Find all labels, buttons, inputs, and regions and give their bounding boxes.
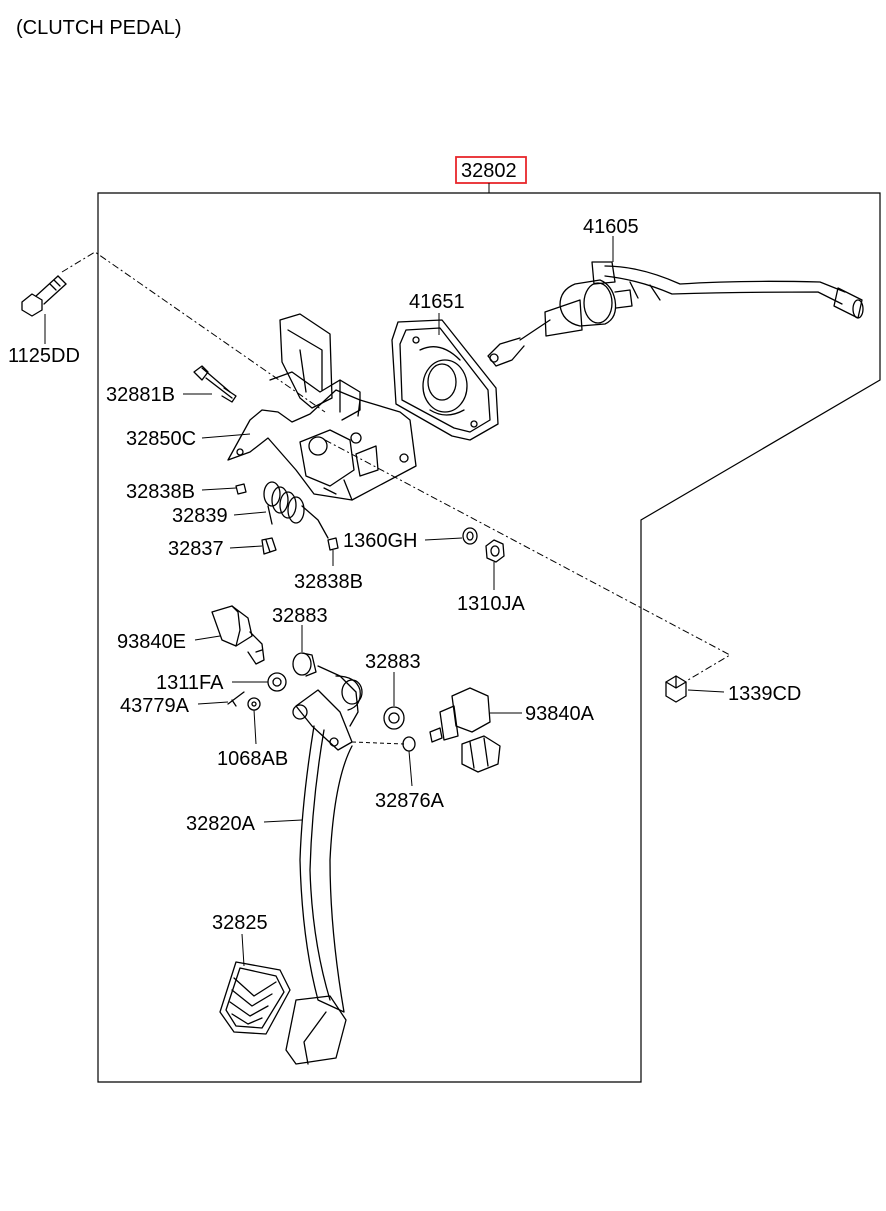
label-1311fa[interactable]: 1311FA <box>156 672 224 694</box>
label-32837[interactable]: 32837 <box>168 538 224 560</box>
label-41651[interactable]: 41651 <box>409 291 465 313</box>
washer-1311fa <box>267 672 287 692</box>
label-32876a[interactable]: 32876A <box>375 790 445 812</box>
leader-32876a <box>408 750 413 787</box>
label-32850c[interactable]: 32850C <box>126 428 196 450</box>
label-1339cd[interactable]: 1339CD <box>728 683 801 705</box>
bushing-32883-a <box>292 652 317 677</box>
label-32881b[interactable]: 32881B <box>106 384 175 406</box>
leader-93840e <box>194 635 221 641</box>
master-cylinder-hose <box>591 261 864 319</box>
washer-1068ab <box>247 697 261 711</box>
diagram-title: (CLUTCH PEDAL) <box>16 17 182 39</box>
label-32839[interactable]: 32839 <box>172 505 228 527</box>
leader-1339cd <box>687 689 725 693</box>
label-32820a[interactable]: 32820A <box>186 813 256 835</box>
leader-32850c <box>201 433 251 439</box>
washer-32876a <box>402 736 416 752</box>
master-cylinder <box>487 279 633 367</box>
label-93840e[interactable]: 93840E <box>117 631 186 653</box>
nut-reference-line <box>324 439 732 681</box>
label-1310ja[interactable]: 1310JA <box>457 593 525 615</box>
mounting-bolt-1125dd <box>21 275 67 317</box>
nut-1360gh <box>462 527 478 545</box>
label-32825[interactable]: 32825 <box>212 912 268 934</box>
nut-1310ja <box>485 539 505 563</box>
clutch-pedal-arm <box>285 665 405 1065</box>
assembly-highlight-box[interactable] <box>455 156 527 184</box>
nut-1339cd <box>665 675 687 703</box>
leader-32837 <box>229 545 263 549</box>
label-1125dd[interactable]: 1125DD <box>8 345 80 367</box>
leader-1068ab <box>253 709 257 745</box>
pedal-pad <box>219 961 291 1035</box>
return-spring <box>263 481 329 539</box>
pedal-bracket <box>227 313 417 501</box>
leader-32825 <box>241 933 245 967</box>
insulator-gasket <box>391 319 499 441</box>
assembly-label: 32802 <box>461 160 517 182</box>
label-1360gh[interactable]: 1360GH <box>343 530 418 552</box>
clutch-switch-93840a <box>429 687 501 773</box>
label-32838b-top[interactable]: 32838B <box>126 481 195 503</box>
leader-32820a <box>263 819 303 823</box>
bushing-32883-b <box>383 706 405 730</box>
label-43779a[interactable]: 43779A <box>120 695 190 717</box>
label-32838b-bottom[interactable]: 32838B <box>294 571 363 593</box>
label-93840a[interactable]: 93840A <box>525 703 595 725</box>
clip-32838b-top <box>235 483 247 495</box>
leader-32838b-top <box>201 487 237 491</box>
leader-1360gh <box>424 537 463 541</box>
label-32883-a[interactable]: 32883 <box>272 605 328 627</box>
spring-seat-32837 <box>261 537 277 555</box>
clip-32838b-bottom <box>327 537 339 551</box>
label-32883-b[interactable]: 32883 <box>365 651 421 673</box>
bolt-reference-line <box>61 251 326 413</box>
pin-43779a <box>227 691 245 707</box>
label-1068ab[interactable]: 1068AB <box>217 748 288 770</box>
pin-bolt-32881b <box>193 365 237 403</box>
label-41605[interactable]: 41605 <box>583 216 639 238</box>
leader-32839 <box>233 511 267 516</box>
leader-43779a <box>197 701 229 705</box>
assembly-frame <box>97 192 881 1083</box>
pedal-switch-93840e <box>211 605 265 665</box>
